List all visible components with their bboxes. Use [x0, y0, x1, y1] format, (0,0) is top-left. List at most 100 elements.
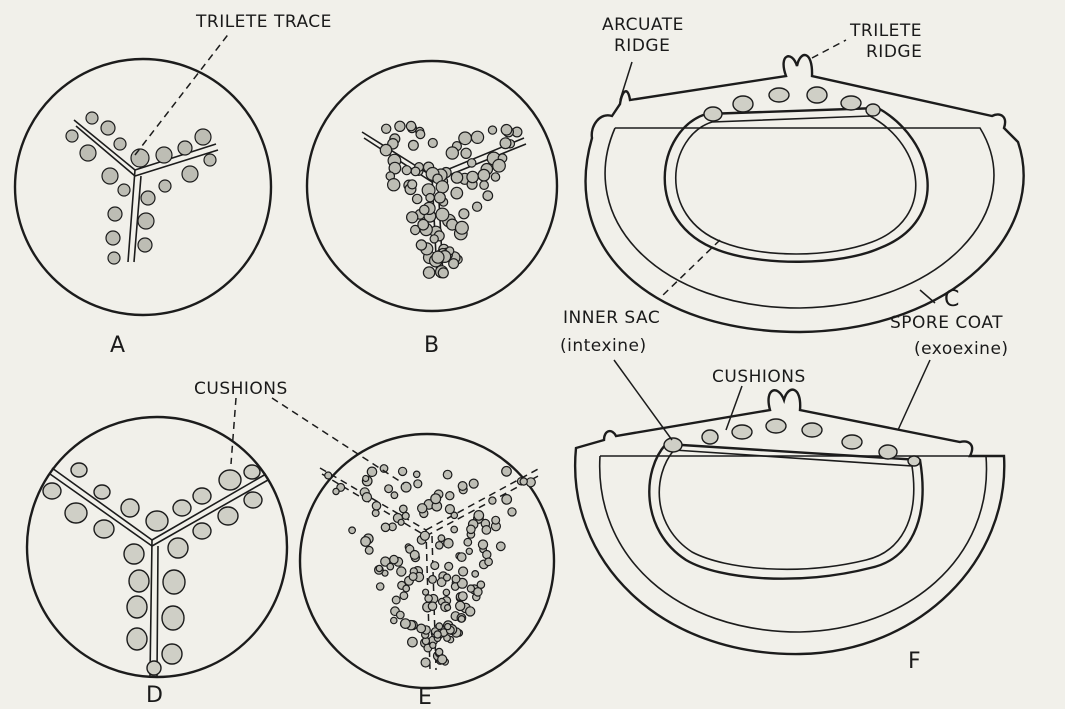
- cushion-dot: [474, 511, 484, 521]
- cushion-dot: [382, 124, 391, 133]
- cushion-dot: [508, 508, 516, 516]
- label-cushions-left: CUSHIONS: [194, 379, 288, 399]
- cushion-dot: [429, 576, 437, 584]
- cushion-dot: [401, 619, 411, 629]
- cushion-dot: [414, 471, 420, 477]
- cushion-dot: [488, 126, 496, 134]
- cushion-dot: [432, 251, 444, 263]
- cushion-dot: [400, 592, 408, 600]
- cushion-dot: [456, 601, 465, 610]
- cushion-dot: [333, 488, 339, 494]
- cushion-dot: [426, 194, 434, 202]
- cushion-dot: [473, 202, 482, 211]
- cushion-dot: [372, 510, 379, 517]
- cushion-dot: [361, 537, 371, 547]
- cushion-dot: [466, 607, 475, 616]
- label-exoexine: (exoexine): [914, 339, 1009, 359]
- cushion-dot: [325, 472, 332, 479]
- label-trilete-ridge-2: RIDGE: [866, 42, 922, 62]
- cushion-dot: [423, 589, 429, 595]
- cushion-dot: [416, 240, 426, 250]
- cushion-dot: [434, 631, 441, 638]
- cushion-dot: [491, 173, 499, 181]
- cushion-dot: [402, 166, 411, 175]
- cushion-dot: [445, 562, 453, 570]
- cushion-dot: [458, 482, 467, 491]
- cushion-dot: [411, 167, 420, 176]
- cushion-dot: [459, 209, 469, 219]
- label-trilete-ridge-1: TRILETE: [849, 21, 922, 41]
- cushion-dot: [391, 617, 397, 623]
- cushion-dot: [438, 655, 447, 664]
- cushion-dot: [478, 169, 490, 181]
- cushion-dot: [417, 624, 426, 633]
- cushion-dot: [420, 531, 429, 540]
- cushion-dot: [423, 267, 434, 278]
- panel-f-spore: [575, 360, 1004, 654]
- cushion-dot: [365, 546, 373, 554]
- cushion-dot: [451, 526, 458, 533]
- cushion-dot: [425, 595, 432, 602]
- panel-d-circle: [27, 398, 287, 677]
- cushion-dot: [349, 527, 356, 534]
- cushion-dot: [397, 611, 405, 619]
- cushion-dot: [408, 180, 417, 189]
- cushion-dot: [474, 588, 482, 596]
- cushion-dot: [497, 542, 506, 551]
- cushion-dot: [451, 172, 462, 183]
- panel-b-cushions: [380, 121, 522, 278]
- cushion-dot: [464, 538, 472, 546]
- cushion-dot: [414, 480, 422, 488]
- cushion-dot: [436, 181, 448, 193]
- cushion-dot: [458, 616, 465, 623]
- cushion-dot: [391, 492, 398, 499]
- cushion-dot: [390, 555, 398, 563]
- cushion-dot: [409, 573, 417, 581]
- panel-label-b: B: [424, 333, 439, 358]
- panel-e-circle: [272, 398, 554, 688]
- cushion-dot: [446, 147, 458, 159]
- cushion-dot: [406, 121, 415, 130]
- panel-label-e: E: [418, 685, 432, 709]
- cushion-dot: [501, 125, 512, 136]
- cushion-dot: [483, 551, 491, 559]
- cushion-dot: [492, 516, 500, 524]
- cushion-dot: [403, 585, 410, 592]
- cushion-dot: [362, 493, 371, 502]
- cushion-dot: [377, 583, 384, 590]
- cushion-dot: [409, 140, 419, 150]
- cushion-dot: [472, 571, 479, 578]
- cushion-dot: [367, 467, 376, 476]
- cushion-dot: [372, 502, 380, 510]
- cushion-dot: [493, 159, 506, 172]
- label-intexine: (intexine): [560, 336, 647, 356]
- cushion-dot: [445, 505, 454, 514]
- cushion-dot: [398, 519, 404, 525]
- cushion-dot: [469, 479, 478, 488]
- label-trilete-trace: TRILETE TRACE: [195, 12, 332, 32]
- panel-label-a: A: [110, 333, 125, 358]
- cushion-dot: [483, 191, 493, 201]
- cushion-dot: [418, 504, 427, 513]
- cushion-dot: [428, 139, 437, 148]
- cushion-dot: [485, 558, 493, 566]
- cushion-dot: [421, 658, 430, 667]
- label-arcuate-ridge-2: RIDGE: [614, 36, 670, 56]
- cushion-dot: [428, 602, 436, 610]
- cushion-dot: [410, 551, 419, 560]
- cushion-dot: [482, 526, 491, 535]
- panel-label-f: F: [908, 649, 921, 674]
- cushion-dot: [380, 144, 391, 155]
- cushion-dot: [385, 485, 393, 493]
- cushion-dot: [436, 208, 449, 221]
- cushion-dot: [436, 623, 443, 630]
- cushion-dot: [418, 219, 429, 230]
- panel-b-circle: [307, 61, 557, 311]
- cushion-dot: [444, 574, 451, 581]
- cushion-dot: [478, 540, 487, 549]
- cushion-dot: [436, 542, 443, 549]
- cushion-dot: [458, 592, 467, 601]
- cushion-dot: [444, 539, 453, 548]
